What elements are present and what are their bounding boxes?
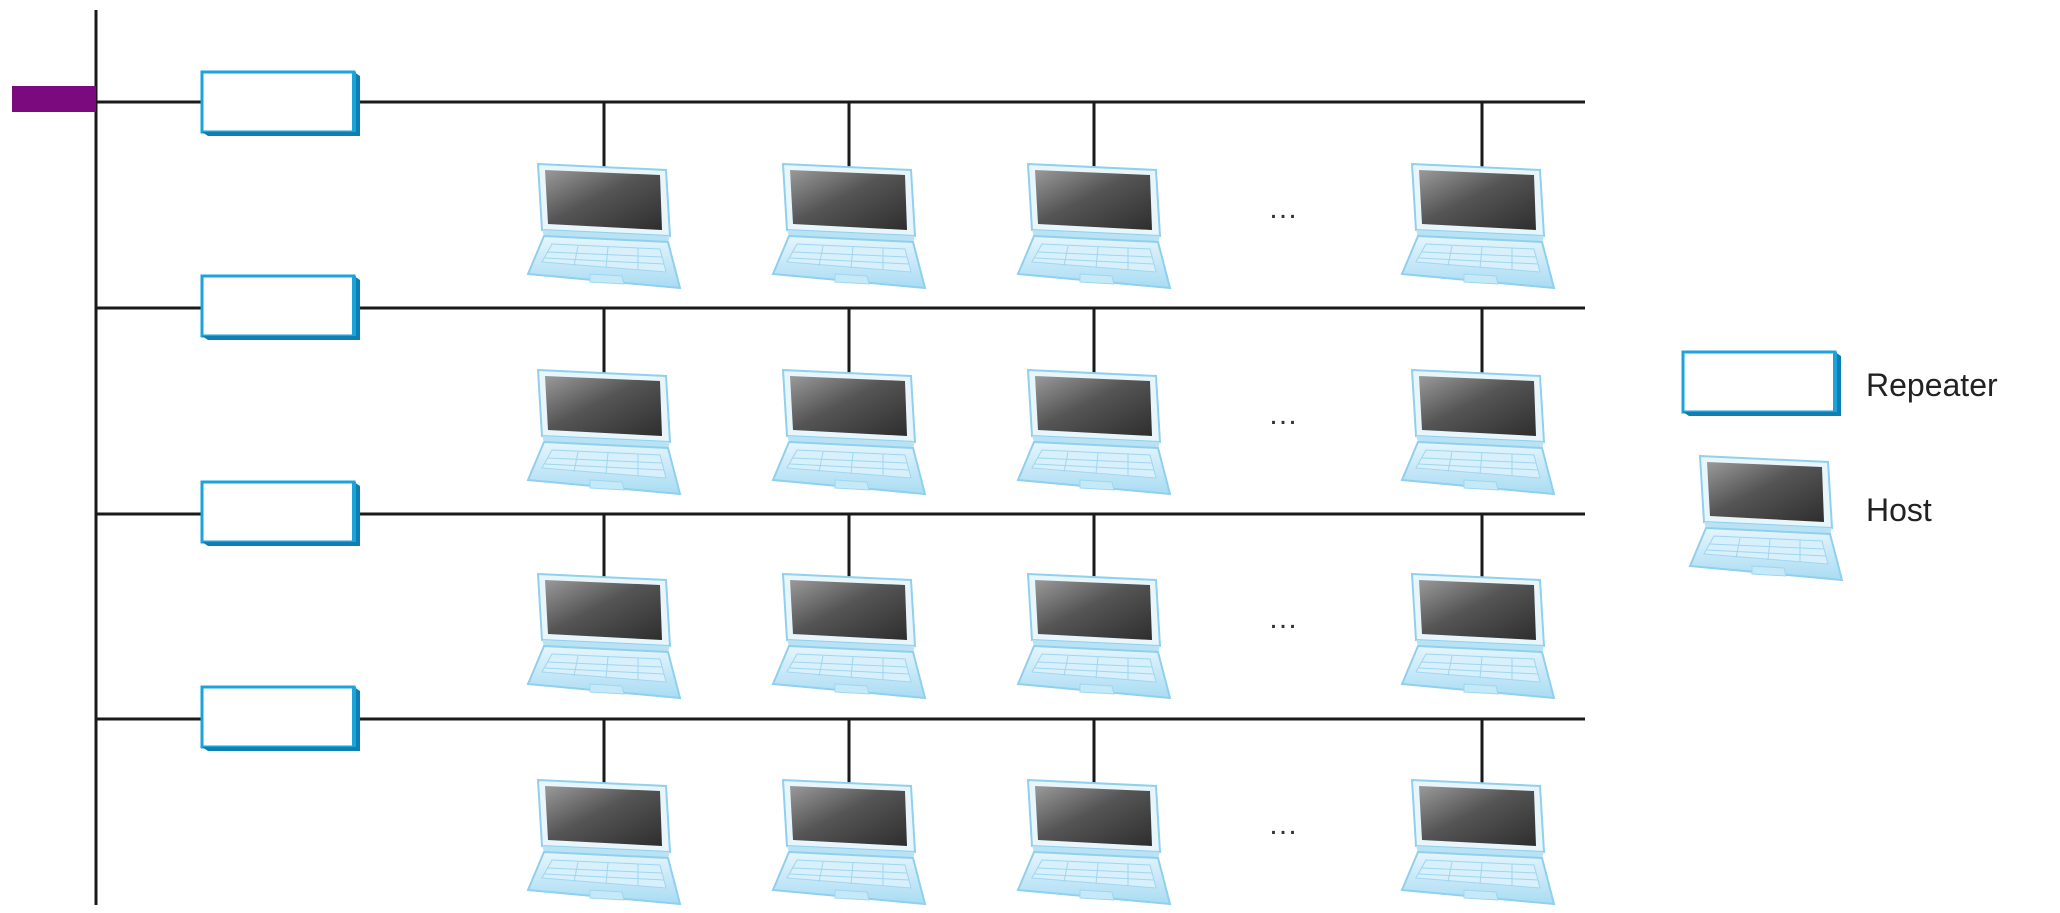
repeater-icon — [200, 274, 362, 342]
host-laptop-icon — [772, 573, 926, 699]
host-laptop-icon — [527, 163, 681, 289]
ellipsis-icon: … — [1268, 808, 1302, 841]
host-laptop-icon — [772, 779, 926, 905]
segment: … — [96, 480, 1585, 699]
host-laptop-icon — [772, 163, 926, 289]
segment: … — [96, 685, 1585, 905]
host-laptop-icon — [1401, 163, 1555, 289]
legend-host-label: Host — [1866, 492, 1932, 528]
host-laptop-icon — [1401, 573, 1555, 699]
host-laptop-icon — [527, 779, 681, 905]
host-laptop-icon — [527, 573, 681, 699]
backbone-stub — [12, 86, 96, 112]
host-laptop-icon — [1017, 573, 1171, 699]
segment: … — [96, 70, 1585, 289]
segment: … — [96, 274, 1585, 495]
ellipsis-icon: … — [1268, 192, 1302, 225]
legend: Repeater Host — [1681, 350, 1998, 581]
repeater-icon — [200, 685, 362, 753]
repeater-icon — [200, 70, 362, 138]
ellipsis-icon: … — [1268, 398, 1302, 431]
host-laptop-icon — [1401, 779, 1555, 905]
legend-host-icon — [1689, 455, 1843, 581]
host-laptop-icon — [1017, 163, 1171, 289]
repeater-icon — [200, 480, 362, 548]
host-laptop-icon — [1017, 779, 1171, 905]
legend-repeater-label: Repeater — [1866, 367, 1998, 403]
ellipsis-icon: … — [1268, 602, 1302, 635]
host-laptop-icon — [1017, 369, 1171, 495]
host-laptop-icon — [772, 369, 926, 495]
legend-repeater-icon — [1681, 350, 1843, 418]
host-laptop-icon — [1401, 369, 1555, 495]
host-laptop-icon — [527, 369, 681, 495]
